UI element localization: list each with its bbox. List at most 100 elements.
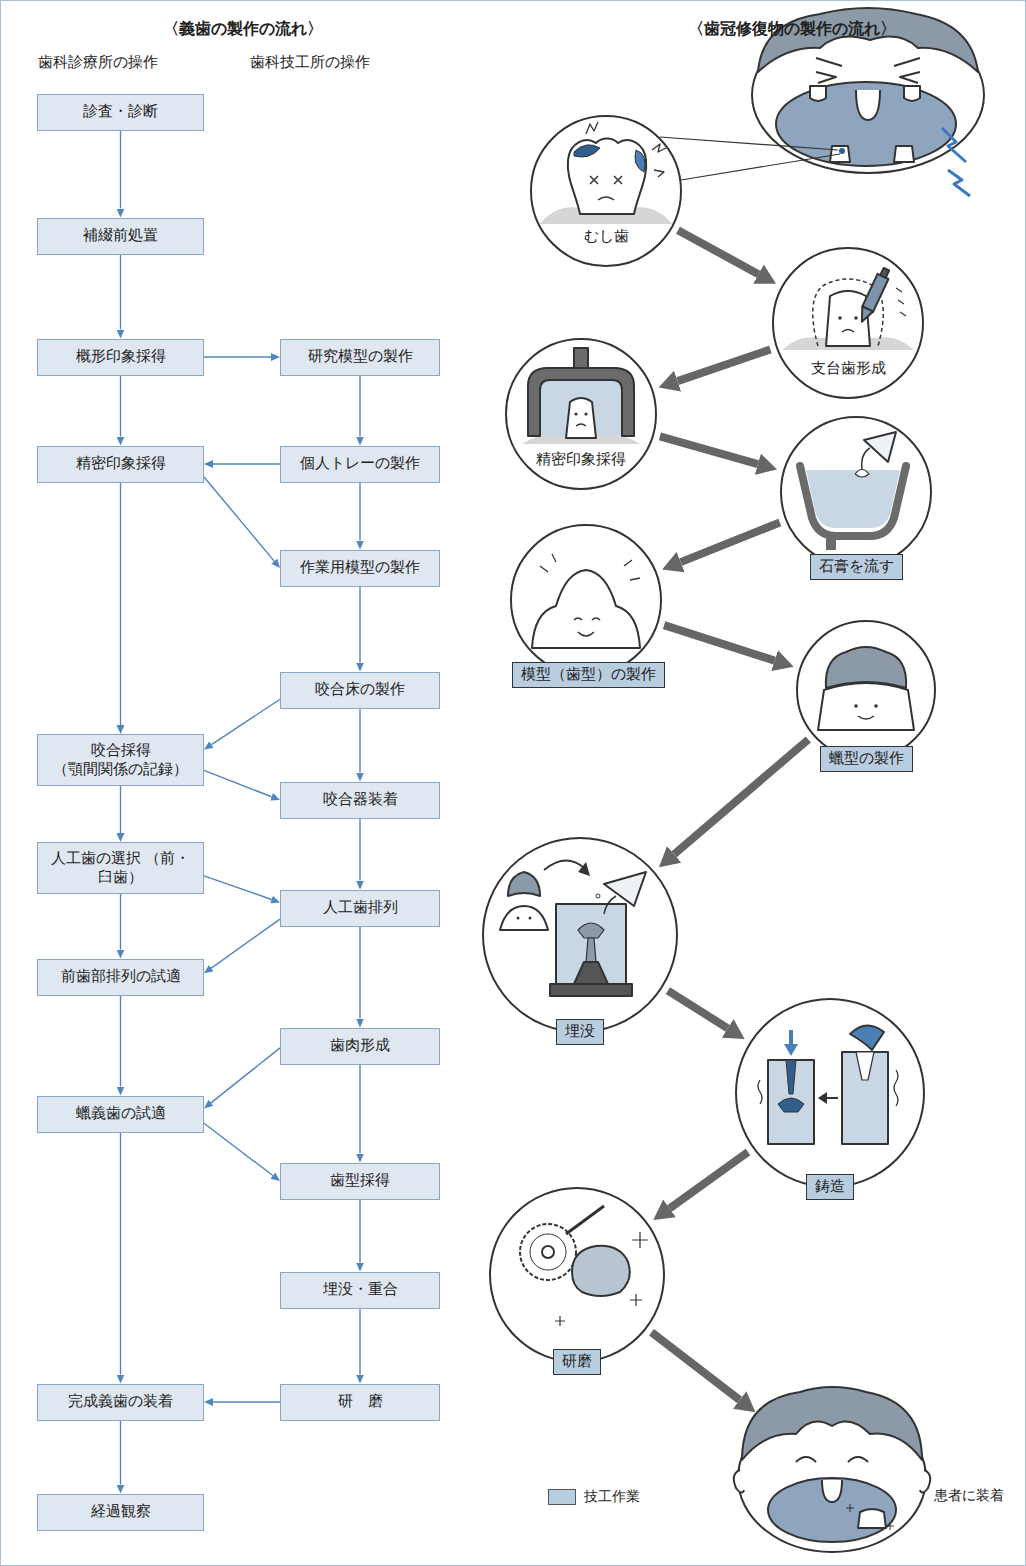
- patient-smiling-part: [796, 1457, 868, 1462]
- tooth-preparation-part-part: [880, 268, 889, 278]
- step-label: 患者に装着: [934, 1486, 1004, 1504]
- investing-part: [596, 894, 600, 898]
- casting: [758, 1025, 898, 1144]
- flow-arrow: [204, 477, 274, 561]
- wax-pattern-part: [826, 647, 906, 688]
- pouring-plaster-part: [806, 470, 900, 528]
- tooth-preparation-part: [854, 316, 858, 320]
- process-box: 個人トレーの製作: [280, 446, 440, 483]
- pouring-plaster-part: [826, 538, 836, 550]
- investing-part: [586, 938, 596, 962]
- box-label: 完成義歯の装着: [68, 1392, 173, 1412]
- patient-figure: 患者に装着: [736, 1388, 928, 1554]
- lab-step-tag: 石膏を流す: [810, 554, 903, 580]
- step-circle: 埋没: [482, 837, 678, 1033]
- box-label: 研 磨: [338, 1392, 383, 1412]
- decayed-tooth-part: [574, 145, 600, 157]
- patient-in-pain-part: [856, 90, 880, 120]
- pouring-plaster-part: [855, 470, 869, 478]
- figure-title-holder: 〈義歯の製作の流れ〉: [163, 19, 323, 40]
- step-circle: 石膏を流す: [780, 416, 932, 568]
- process-box: 咬合床の製作: [280, 672, 440, 709]
- patient-in-pain-part: [816, 58, 920, 66]
- flow-arrow: [213, 1401, 280, 1402]
- patient-smiling-part: [822, 1480, 842, 1502]
- flow-arrow: [211, 1048, 280, 1103]
- investing-part: [578, 923, 604, 938]
- box-label: 歯肉形成: [330, 1036, 390, 1056]
- process-box: 完成義歯の装着: [37, 1384, 204, 1421]
- flow-arrow: [120, 483, 121, 726]
- casting-part: [856, 1052, 874, 1080]
- legend-swatch: [548, 1489, 576, 1505]
- process-box: 作業用模型の製作: [280, 550, 440, 587]
- polishing-part: [542, 1246, 554, 1258]
- step-circle: むし歯: [530, 115, 682, 267]
- lab-step-tag: 研磨: [553, 1349, 601, 1375]
- flow-arrow: [120, 131, 121, 209]
- casting-part: [758, 1070, 898, 1106]
- patient-in-pain-part: [948, 170, 970, 196]
- pouring-plaster: [800, 432, 906, 550]
- polishing-part: [566, 1206, 604, 1234]
- impression-tray-part: [566, 398, 596, 438]
- tooth-preparation-part-part: [862, 274, 888, 312]
- process-box: 補綴前処置: [37, 218, 204, 255]
- impression-tray-part: [574, 348, 588, 368]
- investing-part: [529, 917, 532, 920]
- step-arrow: [678, 349, 771, 381]
- step-arrow: [660, 436, 758, 464]
- flow-arrow: [204, 770, 272, 796]
- step-arrow: [678, 230, 758, 274]
- box-label: 研究模型の製作: [308, 347, 413, 367]
- casting-part: [789, 1030, 793, 1046]
- pouring-plaster-part: [862, 448, 870, 470]
- step-label: 精密印象採得: [534, 450, 628, 470]
- figure-title-holder: 〈歯冠修復物の製作の流れ〉: [688, 19, 896, 40]
- box-label: 作業用模型の製作: [300, 558, 420, 578]
- flow-arrow: [359, 483, 360, 541]
- investing: [500, 860, 646, 996]
- flow-arrow: [120, 996, 121, 1087]
- stone-model-part: [540, 554, 640, 580]
- box-label: 経過観察: [91, 1502, 151, 1522]
- casting-part: [786, 1060, 796, 1094]
- flow-arrow: [359, 927, 360, 1019]
- box-label: 咬合採得 （顎間関係の記録）: [44, 741, 197, 780]
- investing-part: [578, 862, 590, 876]
- patient-smiling-part: [846, 1504, 894, 1530]
- step-circle: 鋳造: [735, 998, 925, 1188]
- investing-part: [604, 896, 616, 914]
- box-label: 診査・診断: [83, 102, 158, 122]
- impression-tray: [522, 348, 640, 444]
- investing-part: [544, 860, 584, 870]
- figure-title: 〈歯冠修復物の製作の流れ〉: [688, 19, 896, 40]
- box-label: 個人トレーの製作: [300, 454, 420, 474]
- tooth-preparation-part: [856, 267, 891, 325]
- step-arrow: [664, 625, 775, 661]
- stone-model-part: [578, 632, 594, 636]
- investing-part: [500, 906, 548, 930]
- flow-arrow: [359, 376, 360, 437]
- column-header: 歯科技工所の操作: [250, 53, 370, 72]
- lab-step-tag: 蠟型の製作: [820, 746, 913, 772]
- decayed-tooth-part: [586, 122, 666, 177]
- leader-line-part: [660, 137, 838, 150]
- polishing-part: [572, 1246, 630, 1296]
- box-label: 歯型採得: [330, 1171, 390, 1191]
- step-circle: 研磨: [489, 1187, 665, 1363]
- tooth-preparation-part-part: [856, 307, 873, 325]
- process-box: 歯肉形成: [280, 1028, 440, 1065]
- stone-model-part: [574, 618, 600, 620]
- pouring-plaster-part: [864, 432, 896, 462]
- investing-part: [556, 904, 626, 984]
- lab-step-tag: 模型（歯型）の製作: [512, 662, 665, 688]
- process-box: 咬合器装着: [280, 782, 440, 819]
- box-label: 埋没・重合: [323, 1280, 398, 1300]
- flow-arrow: [213, 463, 280, 464]
- process-box: 埋没・重合: [280, 1272, 440, 1309]
- lab-step-tag: 鋳造: [806, 1174, 854, 1200]
- casting-part: [784, 1044, 798, 1056]
- process-box: 人工歯の選択 （前・臼歯）: [37, 842, 204, 894]
